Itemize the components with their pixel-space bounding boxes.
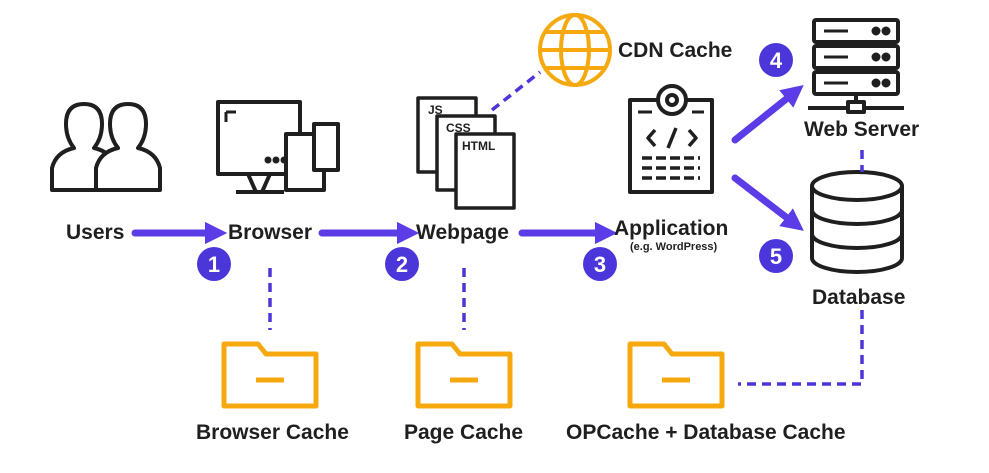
page-cache-folder-icon [415, 341, 513, 409]
database-cache-link [738, 310, 864, 386]
svg-text:5: 5 [770, 244, 782, 269]
svg-text:1: 1 [208, 252, 220, 277]
webpage-files-icon: JS CSS HTML [416, 96, 516, 210]
users-label: Users [66, 221, 125, 244]
file-type-js: JS [428, 103, 443, 117]
svg-text:2: 2 [396, 252, 408, 277]
browser-label: Browser [228, 221, 313, 244]
cdn-cache-label: CDN Cache [618, 39, 733, 62]
step-badge-4: 4 [759, 43, 793, 77]
cdn-dashed-link [490, 70, 542, 112]
step-badge-1: 1 [197, 247, 231, 281]
web-server-icon [808, 18, 904, 114]
step-badge-5: 5 [759, 239, 793, 273]
page-cache-label: Page Cache [404, 421, 524, 444]
application-sublabel: (e.g. WordPress) [630, 241, 718, 253]
step-badge-2: 2 [385, 247, 419, 281]
browser-cache-label: Browser Cache [196, 421, 349, 444]
step-badge-3: 3 [583, 247, 617, 281]
cdn-globe-icon [538, 13, 612, 87]
webpage-label: Webpage [416, 221, 509, 244]
application-code-icon [628, 84, 714, 194]
svg-text:3: 3 [594, 252, 606, 277]
cache-dashed-links [268, 268, 864, 386]
application-label: Application [614, 217, 729, 240]
database-label: Database [812, 286, 906, 309]
svg-text:4: 4 [770, 48, 783, 73]
users-icon [50, 102, 162, 192]
arrow-application-webserver [731, 85, 804, 144]
file-type-html: HTML [462, 139, 495, 153]
web-server-label: Web Server [804, 118, 920, 141]
database-icon [810, 170, 904, 274]
browser-devices-icon [216, 100, 340, 194]
opcache-db-cache-label: OPCache + Database Cache [566, 421, 846, 444]
file-type-css: CSS [446, 121, 471, 135]
flow-arrows [131, 85, 804, 245]
opcache-db-cache-folder-icon [627, 341, 725, 409]
arrow-application-database [731, 174, 804, 231]
browser-cache-folder-icon [221, 341, 319, 409]
